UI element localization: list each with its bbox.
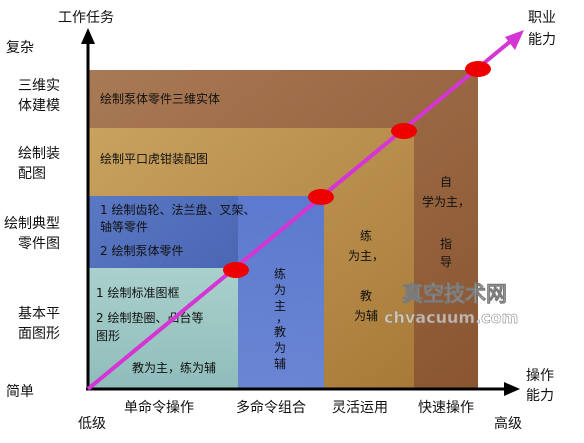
x-axis-high-label: 高级	[494, 415, 522, 432]
block-typical-parts-line3: 2 绘制泵体零件	[100, 243, 183, 258]
column-label-multi-5: 教	[274, 324, 286, 339]
block-typical-parts-line2: 轴等零件	[100, 219, 148, 234]
y-category-basic-line2: 面图形	[18, 326, 60, 342]
column-label-multi-3: 主	[274, 299, 286, 313]
marker-typical	[308, 189, 334, 205]
y-category-assembly-line1: 绘制装	[18, 146, 60, 162]
diagonal-title-line2: 能力	[528, 32, 556, 48]
y-axis-bottom-label: 简单	[6, 383, 34, 400]
x-axis-title-line1: 操作	[526, 368, 554, 384]
column-label-fast-3: 指	[440, 236, 452, 251]
y-axis-title: 工作任务	[58, 10, 114, 26]
diagonal-arrow	[86, 38, 514, 391]
column-label-fast-1: 自	[440, 175, 452, 189]
column-label-flexible-4: 为辅	[354, 309, 378, 323]
column-label-multi-7: 辅	[274, 357, 286, 371]
marker-basic	[223, 262, 249, 278]
block-basic-shapes-line1: 1 绘制标准图框	[96, 285, 179, 300]
watermark-url: chvacuum.com	[384, 308, 518, 327]
x-category-multi: 多命令组合	[236, 399, 306, 416]
y-axis-arrow-icon	[81, 28, 95, 44]
column-label-single-command: 教为主，练为辅	[132, 360, 216, 375]
x-category-single: 单命令操作	[124, 399, 194, 416]
diagonal-title-line1: 职业	[528, 10, 556, 26]
watermark-title: 真空技术网	[402, 281, 507, 306]
column-label-fast-2: 学为主，	[422, 194, 470, 209]
column-label-flexible-1: 练	[360, 228, 372, 243]
x-axis-low-label: 低级	[78, 416, 106, 432]
block-typical-parts-line1: 1 绘制齿轮、法兰盘、叉架、	[100, 202, 255, 217]
block-basic-shapes-line3: 图形	[96, 329, 120, 343]
x-category-fast: 快速操作	[418, 400, 474, 416]
column-label-multi-6: 为	[274, 341, 286, 355]
column-label-multi-2: 为	[274, 283, 286, 297]
y-category-parts-line2: 零件图	[18, 236, 60, 252]
y-category-parts-line1: 绘制典型	[4, 216, 60, 232]
y-category-assembly-line2: 配图	[18, 166, 46, 182]
marker-assembly	[391, 123, 417, 139]
column-label-flexible-3: 教	[360, 288, 372, 303]
y-axis-top-label: 复杂	[6, 39, 34, 56]
block-3d-modeling-text: 绘制泵体零件三维实体	[100, 91, 220, 106]
block-assembly-text: 绘制平口虎钳装配图	[100, 151, 208, 166]
y-category-basic-line1: 基本平	[18, 305, 60, 322]
y-category-3d-line2: 体建模	[18, 98, 60, 114]
marker-3d	[465, 61, 491, 77]
y-category-3d-line1: 三维实	[18, 78, 60, 94]
column-label-multi-4: ，	[276, 311, 288, 325]
column-label-flexible-2: 为主，	[348, 249, 384, 263]
column-label-fast-4: 导	[440, 255, 452, 269]
diagonal-arrow-head-icon	[505, 30, 524, 50]
x-axis-title-line2: 能力	[526, 388, 554, 404]
x-axis-arrow-icon	[504, 382, 520, 396]
x-category-flexible: 灵活运用	[332, 400, 388, 416]
block-basic-shapes-line2: 2 绘制垫圈、凸台等	[96, 310, 203, 325]
column-label-multi-1: 练	[274, 266, 286, 281]
